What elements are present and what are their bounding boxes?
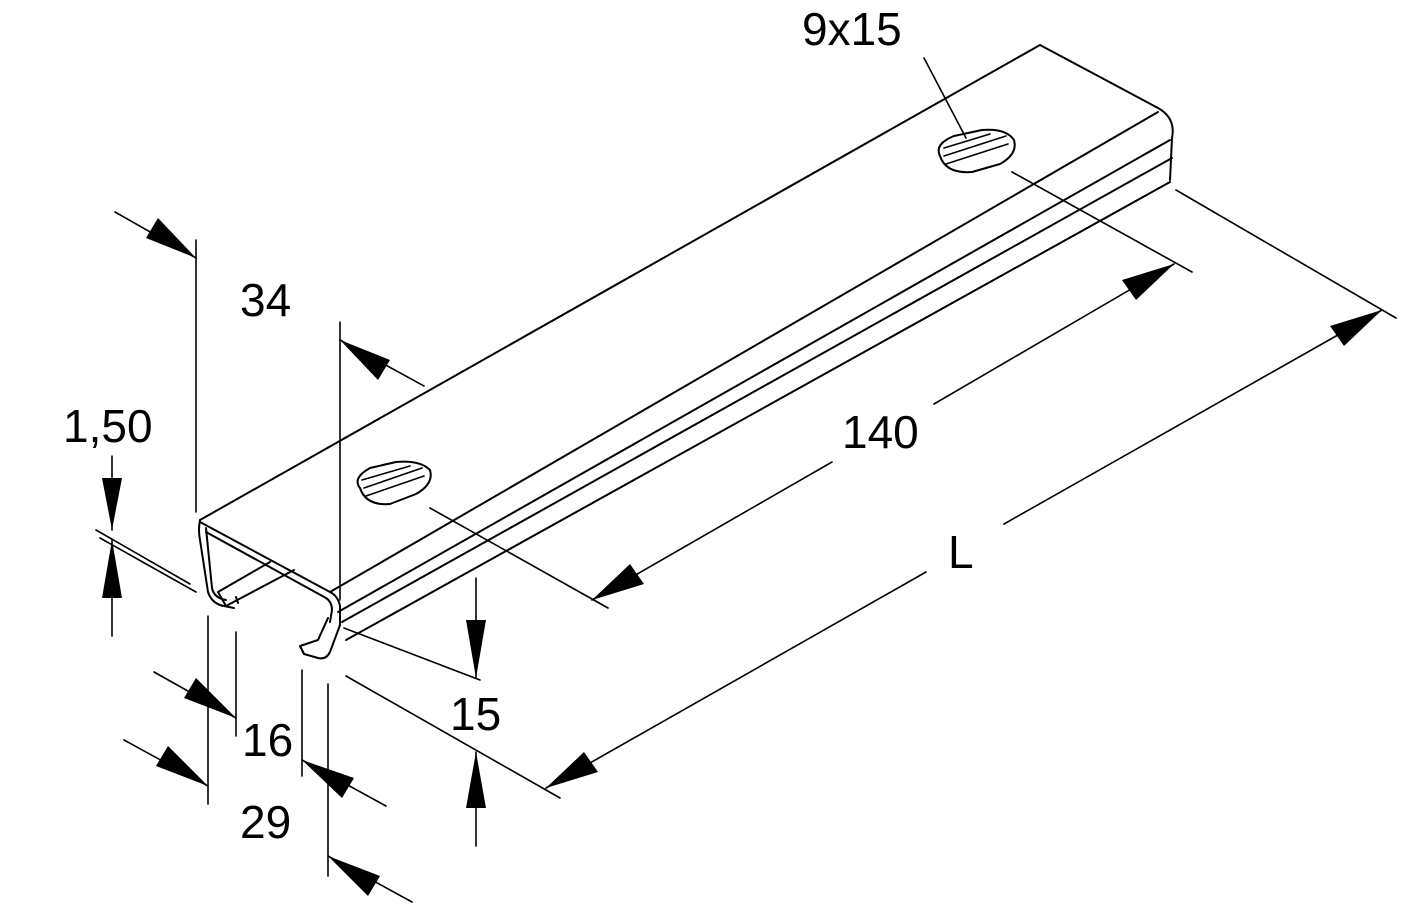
- outer-width-dimension: 29: [123, 669, 413, 903]
- slot-front: [356, 460, 432, 506]
- slot-dimension: 9x15: [802, 3, 967, 139]
- lip-height-dimension: 15: [343, 577, 501, 847]
- hole-spacing-label: 140: [842, 406, 919, 458]
- outer-width-label: 29: [240, 796, 291, 848]
- height-dimension: 34: [114, 211, 425, 601]
- length-dimension: L: [345, 189, 1397, 799]
- inner-width-label: 16: [242, 714, 293, 766]
- rail-body: [198, 44, 1174, 660]
- height-label: 34: [240, 274, 291, 326]
- inner-width-dimension: 16: [153, 615, 293, 805]
- slot-back: [937, 128, 1016, 174]
- thickness-label: 1,50: [63, 400, 153, 452]
- thickness-dimension: 1,50: [63, 400, 197, 637]
- length-label: L: [948, 526, 974, 578]
- lip-height-label: 15: [450, 688, 501, 740]
- slot-label: 9x15: [802, 3, 902, 55]
- hole-spacing-dimension: 140: [429, 171, 1193, 609]
